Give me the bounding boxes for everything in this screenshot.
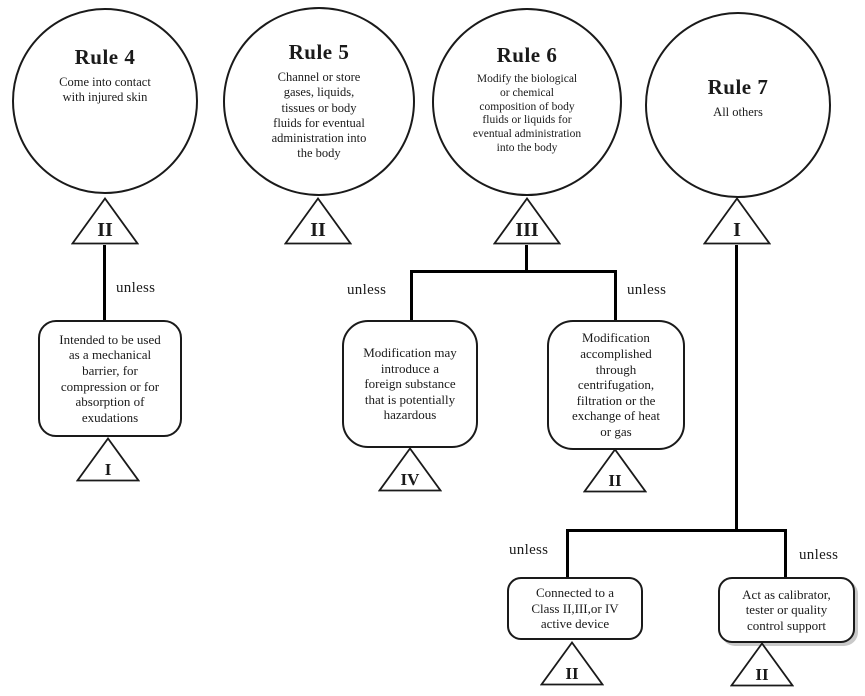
- triangle-icon: [730, 642, 794, 687]
- triangle-icon: [583, 448, 647, 493]
- rule5-description: Channel or store gases, liquids, tissues…: [271, 70, 367, 161]
- rule4-node: Rule 4 Come into contact with injured sk…: [12, 8, 198, 194]
- rule7-exception-right-text: Act as calibrator, tester or quality con…: [742, 586, 831, 633]
- rule4-exception-box: Intended to be used as a mechanical barr…: [38, 320, 182, 437]
- rule7-description: All others: [713, 105, 763, 120]
- triangle-icon: [540, 641, 604, 686]
- rule6-exception-box-left: Modification may introduce a foreign sub…: [342, 320, 478, 448]
- rule7-left-unless-label: unless: [509, 542, 549, 558]
- rule7-exception-box-right: Act as calibrator, tester or quality con…: [718, 577, 855, 643]
- rule7-left-drop-line: [566, 529, 569, 578]
- rule6-node: Rule 6 Modify the biological or chemical…: [432, 8, 622, 196]
- rule6-description: Modify the biological or chemical compos…: [472, 73, 582, 155]
- rule6-exception-right-text: Modification accomplished through centri…: [571, 330, 661, 439]
- rule7-node: Rule 7 All others: [645, 12, 831, 198]
- rule7-exception-left-class-label: II: [565, 664, 579, 683]
- rule6-right-drop-line: [614, 270, 617, 321]
- rule6-class-label: III: [515, 219, 539, 241]
- rule6-title: Rule 6: [496, 43, 558, 67]
- rule6-exception-right-class-triangle: II: [583, 448, 647, 493]
- triangle-icon: [76, 437, 140, 482]
- rule4-class-triangle: II: [71, 197, 139, 245]
- rule6-left-unless-label: unless: [347, 282, 387, 298]
- triangle-icon: [493, 197, 561, 245]
- rule4-class-label: II: [97, 219, 113, 241]
- rule4-unless-connector-line: [103, 245, 106, 321]
- rule7-exception-right-class-label: II: [755, 665, 769, 684]
- rule5-class-triangle: II: [284, 197, 352, 245]
- triangle-icon: [703, 197, 771, 245]
- rule4-exception-text: Intended to be used as a mechanical barr…: [59, 331, 161, 425]
- rule7-exception-box-left: Connected to a Class II,III,or IV active…: [507, 577, 643, 640]
- rule6-branch-bar: [410, 270, 617, 273]
- rule5-title: Rule 5: [288, 40, 350, 64]
- rule4-title: Rule 4: [74, 45, 136, 69]
- rule6-stem-line: [525, 245, 528, 273]
- rule7-right-drop-line: [784, 529, 787, 578]
- rule6-class-triangle: III: [493, 197, 561, 245]
- rule7-class-triangle: I: [703, 197, 771, 245]
- rule4-unless-label: unless: [116, 280, 156, 296]
- rule4-exception-class-label: I: [104, 460, 112, 479]
- rule7-exception-right-class-triangle: II: [730, 642, 794, 687]
- rule7-class-label: I: [733, 219, 741, 241]
- rule5-node: Rule 5 Channel or store gases, liquids, …: [223, 7, 415, 196]
- rule6-exception-left-text: Modification may introduce a foreign sub…: [363, 345, 457, 423]
- rule7-right-unless-label: unless: [799, 547, 839, 563]
- rule5-class-label: II: [310, 219, 326, 241]
- rule6-exception-left-class-triangle: IV: [378, 447, 442, 492]
- rule6-right-unless-label: unless: [627, 282, 667, 298]
- rule4-exception-class-triangle: I: [76, 437, 140, 482]
- rule7-exception-left-class-triangle: II: [540, 641, 604, 686]
- rule6-left-drop-line: [410, 270, 413, 321]
- rule7-branch-bar: [566, 529, 787, 532]
- triangle-icon: [284, 197, 352, 245]
- rule6-exception-right-class-label: II: [608, 471, 622, 490]
- rule4-description: Come into contact with injured skin: [59, 75, 151, 105]
- rule6-exception-box-right: Modification accomplished through centri…: [547, 320, 685, 450]
- triangle-icon: [71, 197, 139, 245]
- rule7-title: Rule 7: [707, 75, 769, 99]
- rule7-exception-left-text: Connected to a Class II,III,or IV active…: [531, 585, 619, 632]
- rule7-stem-line: [735, 245, 738, 532]
- triangle-icon: [378, 447, 442, 492]
- rule6-exception-left-class-label: IV: [400, 470, 420, 489]
